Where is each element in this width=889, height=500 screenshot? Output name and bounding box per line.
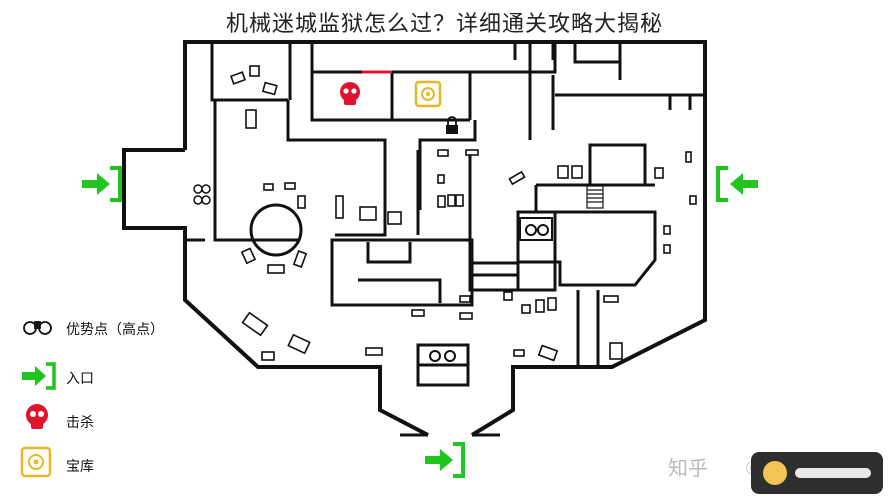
- skull-icon: [340, 82, 360, 105]
- legend-skull-icon: [26, 404, 48, 429]
- furniture: [229, 65, 697, 362]
- vault-icon: [414, 80, 442, 108]
- logo-icon: [763, 461, 787, 485]
- site-logo-badge: [751, 452, 883, 494]
- entrance-arrow-icon: [716, 166, 758, 202]
- padlock-icon: [446, 116, 458, 134]
- entrance-arrow-icon: [82, 166, 122, 202]
- legend-label-vault: 宝库: [66, 459, 94, 475]
- legend-binoculars-icon: [23, 321, 52, 335]
- page-title: 机械迷城监狱怎么过？详细通关攻略大揭秘: [225, 12, 663, 37]
- watermark-text: 知乎: [668, 456, 708, 480]
- outer-walls: [122, 40, 707, 437]
- binoculars-icon: [429, 350, 456, 362]
- legend-label-vantage: 优势点（高点）: [66, 322, 164, 338]
- legend-label-entrance: 入口: [66, 371, 94, 387]
- legend-label-kill: 击杀: [66, 415, 94, 431]
- entrance-arrow-icon: [425, 442, 465, 478]
- logo-wordmark: [795, 468, 871, 478]
- stairs: [586, 185, 604, 209]
- legend-vault-icon: [20, 446, 52, 478]
- binoculars-icon: [193, 184, 211, 205]
- legend-entrance-arrow-icon: [22, 362, 56, 390]
- interior-walls: [185, 42, 705, 437]
- binoculars-icon: [519, 217, 553, 241]
